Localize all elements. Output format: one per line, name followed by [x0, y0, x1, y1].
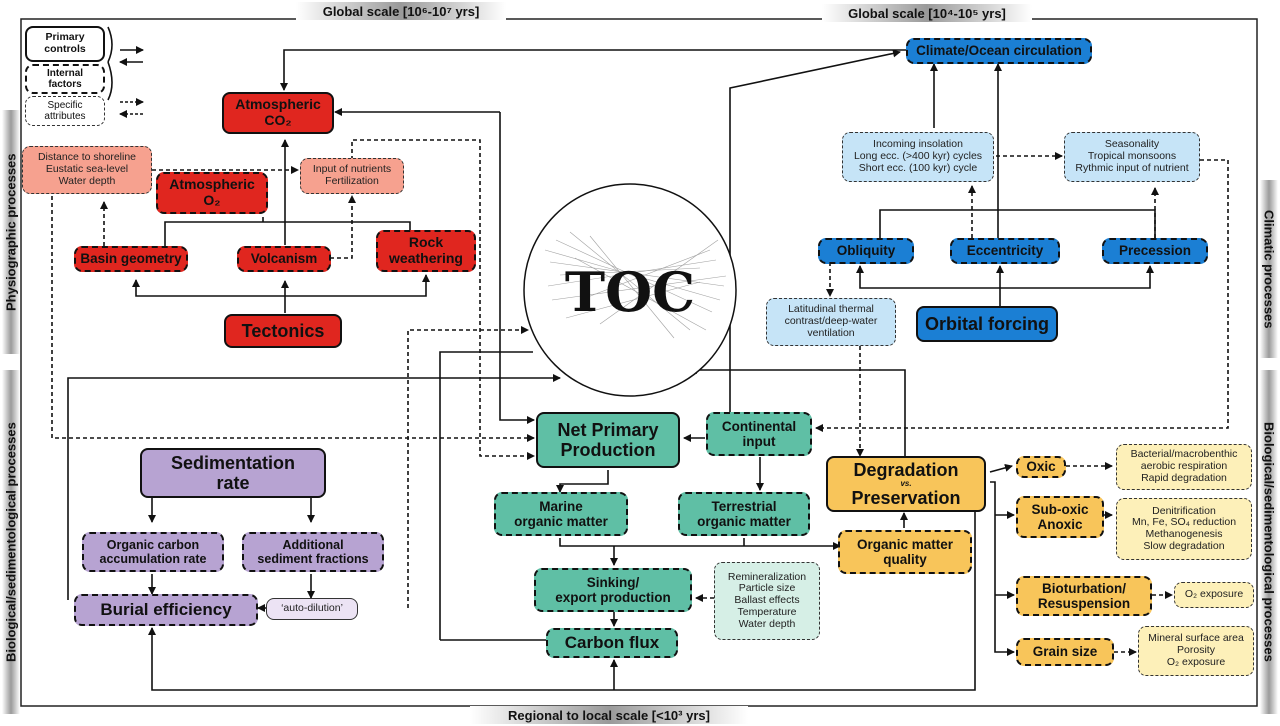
- legend-specific-attributes: Specific attributes: [25, 96, 105, 126]
- toc-label: TOC: [564, 260, 696, 324]
- scale-top-left: Global scale [10⁶-10⁷ yrs]: [296, 2, 506, 20]
- volcanism-node: Volcanism: [237, 246, 331, 272]
- oxic-detail-node: Bacterial/macrobenthic aerobic respirati…: [1116, 444, 1252, 490]
- remineralization-node: Remineralization Particle size Ballast e…: [714, 562, 820, 640]
- toc-circle: [523, 183, 737, 397]
- atmospheric-co2-node: Atmospheric CO₂: [222, 92, 334, 134]
- suboxic-detail-node: Denitrification Mn, Fe, SO₄ reduction Me…: [1116, 498, 1252, 560]
- terrestrial-om-node: Terrestrial organic matter: [678, 492, 810, 536]
- marine-om-node: Marine organic matter: [494, 492, 628, 536]
- degradation-preservation-node: Degradation vs. Preservation: [826, 456, 986, 512]
- grain-detail-node: Mineral surface area Porosity O₂ exposur…: [1138, 626, 1254, 676]
- obliquity-node: Obliquity: [818, 238, 914, 264]
- scale-left-upper: Physiographic processes: [2, 110, 20, 354]
- latitudinal-node: Latitudinal thermal contrast/deep-water …: [766, 298, 896, 346]
- organic-carbon-accumulation-node: Organic carbon accumulation rate: [82, 532, 224, 572]
- auto-dilution-node: ‘auto-dilution’: [266, 598, 358, 620]
- bioturbation-detail-node: O₂ exposure: [1174, 582, 1254, 608]
- additional-sediment-node: Additional sediment fractions: [242, 532, 384, 572]
- input-nutrients-node: Input of nutrients Fertilization: [300, 158, 404, 194]
- seasonality-node: Seasonality Tropical monsoons Rythmic in…: [1064, 132, 1200, 182]
- sinking-export-node: Sinking/ export production: [534, 568, 692, 612]
- tectonics-node: Tectonics: [224, 314, 342, 348]
- rock-weathering-node: Rock weathering: [376, 230, 476, 272]
- atmospheric-o2-node: Atmospheric O₂: [156, 172, 268, 214]
- sedimentation-rate-node: Sedimentation rate: [140, 448, 326, 498]
- scale-right-lower: Biological/sedimentological processes: [1260, 370, 1278, 714]
- vs-label: vs.: [900, 479, 912, 489]
- eccentricity-node: Eccentricity: [950, 238, 1060, 264]
- scale-left-lower: Biological/sedimentological processes: [2, 370, 20, 714]
- scale-bottom: Regional to local scale [<10³ yrs]: [470, 706, 748, 724]
- om-quality-node: Organic matter quality: [838, 530, 972, 574]
- burial-efficiency-node: Burial efficiency: [74, 594, 258, 626]
- bioturbation-node: Bioturbation/ Resuspension: [1016, 576, 1152, 616]
- suboxic-node: Sub-oxic Anoxic: [1016, 496, 1104, 538]
- scale-right-upper: Climatic processes: [1260, 180, 1278, 358]
- insolation-node: Incoming insolation Long ecc. (>400 kyr)…: [842, 132, 994, 182]
- grain-size-node: Grain size: [1016, 638, 1114, 666]
- carbon-flux-node: Carbon flux: [546, 628, 678, 658]
- basin-geometry-node: Basin geometry: [74, 246, 188, 272]
- legend-primary-controls: Primary controls: [25, 26, 105, 62]
- continental-input-node: Continental input: [706, 412, 812, 456]
- net-primary-production-node: Net Primary Production: [536, 412, 680, 468]
- precession-node: Precession: [1102, 238, 1208, 264]
- legend-internal-factors: Internal factors: [25, 64, 105, 94]
- degradation-label: Degradation: [853, 460, 959, 481]
- oxic-node: Oxic: [1016, 456, 1066, 478]
- climate-ocean-node: Climate/Ocean circulation: [906, 38, 1092, 64]
- toc-hatching: [544, 231, 727, 339]
- scale-top-right: Global scale [10⁴-10⁵ yrs]: [822, 4, 1032, 22]
- distance-shoreline-node: Distance to shoreline Eustatic sea-level…: [22, 146, 152, 194]
- orbital-forcing-node: Orbital forcing: [916, 306, 1058, 342]
- preservation-label: Preservation: [851, 487, 961, 508]
